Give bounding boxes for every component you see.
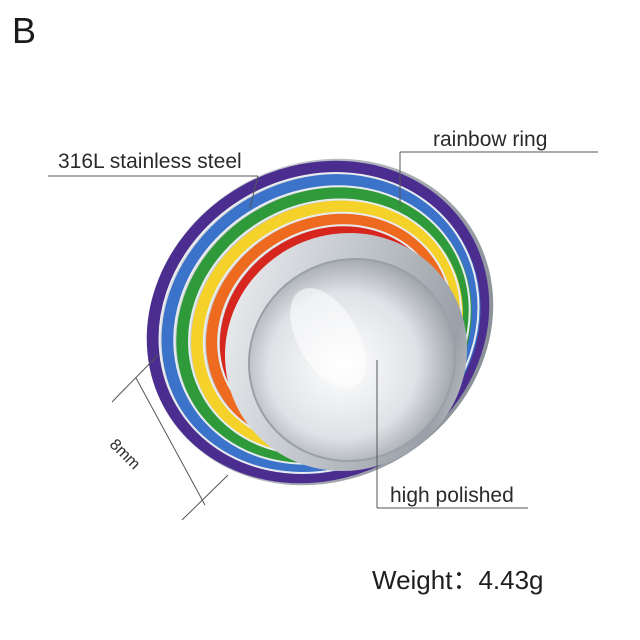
weight-label: Weight：4.43g	[372, 565, 544, 595]
callout-finish: high polished	[390, 484, 514, 507]
callout-lines	[48, 151, 598, 521]
callout-name: rainbow ring	[433, 128, 548, 151]
callout-material: 316L stainless steel	[58, 150, 242, 173]
ring-body	[146, 158, 494, 486]
variant-label: B	[12, 10, 37, 51]
